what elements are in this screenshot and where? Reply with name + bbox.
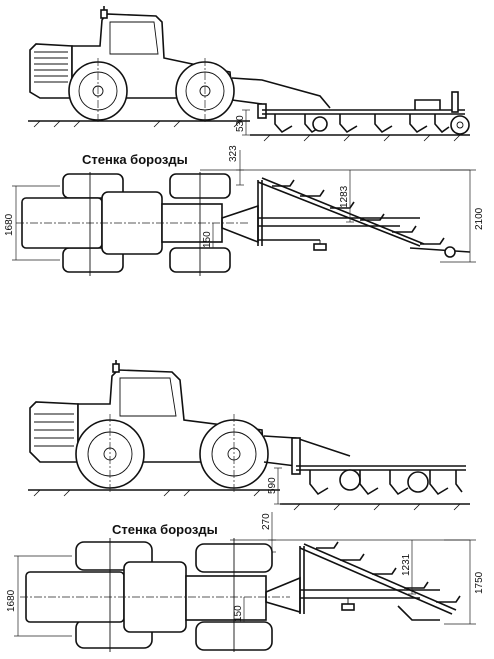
- dim-label: 1283: [339, 185, 350, 208]
- dim-label: 150: [202, 231, 213, 248]
- dim-track-width-upper: 1680: [4, 185, 60, 261]
- dim-label: 1750: [474, 571, 485, 594]
- upper-top-view: Стенка борозды 323 1680: [4, 145, 485, 276]
- plow-top-upper: [221, 177, 471, 258]
- plow-side-upper: [231, 77, 470, 135]
- dim-label: 1231: [401, 553, 412, 576]
- dim-hitch-offset-upper: 150: [202, 223, 214, 248]
- dim-furrow-offset-upper: 323: [228, 145, 244, 186]
- tractor-side-upper: [29, 6, 235, 124]
- dim-label: 270: [261, 513, 272, 530]
- plow-top-lower: [265, 541, 461, 621]
- dim-label: 1680: [6, 589, 17, 612]
- tractor-top-lower: [20, 538, 290, 652]
- lower-side-view: 590: [28, 360, 470, 511]
- dim-label: 323: [228, 145, 239, 162]
- plow-side-lower: [263, 435, 466, 496]
- dim-plow-span-upper: 1283: [339, 170, 354, 223]
- dim-plow-span-lower: 1231: [401, 540, 416, 595]
- dim-label: 150: [233, 605, 244, 622]
- dim-plow-depth-upper: 530: [235, 109, 250, 136]
- tractor-side-lower: [29, 360, 269, 494]
- tractor-top-upper: [16, 172, 250, 276]
- dim-track-width-lower: 1680: [6, 555, 72, 637]
- furrow-wall-label-upper: Стенка борозды: [82, 152, 188, 167]
- dim-total-width-lower: 1750: [444, 539, 485, 625]
- dim-label: 2100: [474, 207, 485, 230]
- dim-plow-depth-lower: 590: [267, 467, 282, 505]
- dim-total-width-upper: 2100: [440, 169, 485, 263]
- furrow-wall-label-lower: Стенка борозды: [112, 522, 218, 537]
- upper-side-view: 530: [28, 6, 470, 142]
- dim-label: 530: [235, 115, 246, 132]
- dim-hitch-offset-lower: 150: [233, 597, 245, 622]
- lower-top-view: Стенка борозды 270 1680: [6, 512, 485, 652]
- dim-label: 590: [267, 477, 278, 494]
- dim-label: 1680: [4, 213, 15, 236]
